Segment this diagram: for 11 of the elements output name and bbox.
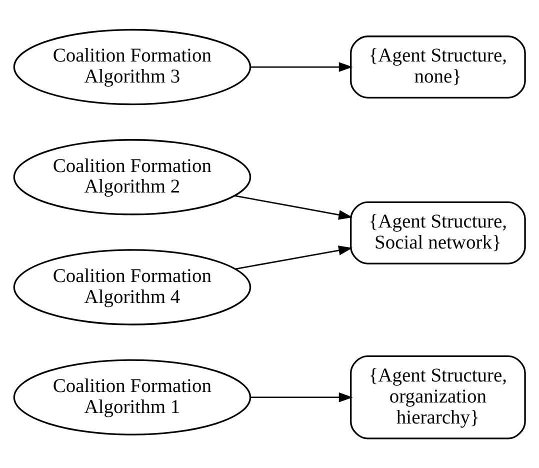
- arrow: [236, 246, 353, 270]
- arrow: [250, 62, 353, 72]
- node-ellipse: Coalition Formation Algorithm 1: [13, 359, 252, 436]
- node-box: {Agent Structure, organization hierarchy}: [350, 355, 526, 440]
- node-box: {Agent Structure, Social network}: [350, 201, 526, 264]
- node-ellipse: Coalition Formation Algorithm 3: [13, 28, 252, 106]
- arrow: [250, 392, 353, 402]
- arrow: [234, 195, 353, 220]
- node-box: {Agent Structure, none}: [350, 36, 526, 99]
- node-ellipse: Coalition Formation Algorithm 4: [13, 249, 252, 326]
- node-ellipse: Coalition Formation Algorithm 2: [13, 139, 252, 216]
